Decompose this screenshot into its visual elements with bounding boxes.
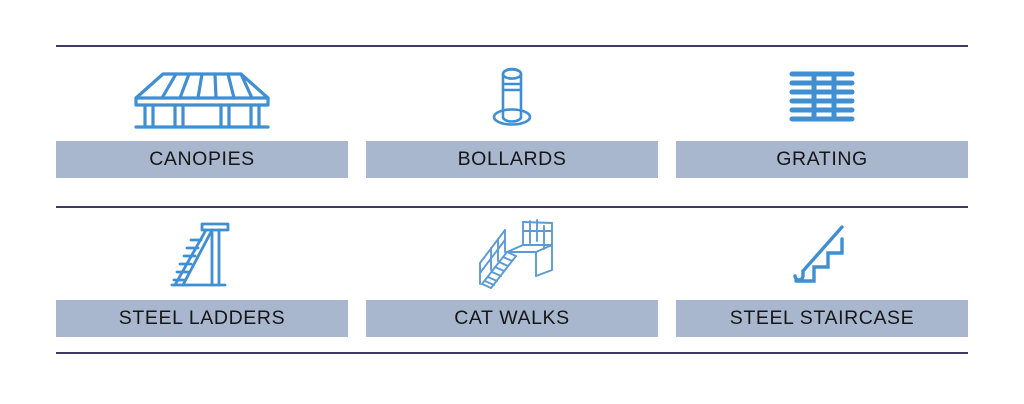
category-row-1: CANOPIES BOLLARDS xyxy=(56,56,968,178)
canopy-icon xyxy=(131,56,273,138)
category-label-bar: STEEL STAIRCASE xyxy=(676,300,968,337)
cat-walk-icon xyxy=(464,215,560,295)
category-label-bar: STEEL LADDERS xyxy=(56,300,348,337)
category-label: CAT WALKS xyxy=(454,306,570,329)
category-card-bollards[interactable]: BOLLARDS xyxy=(366,56,658,178)
category-row-2: STEEL LADDERS xyxy=(56,215,968,337)
top-divider xyxy=(56,45,968,47)
category-label: STEEL LADDERS xyxy=(118,306,286,329)
category-card-grating: GRATING xyxy=(676,56,968,178)
category-card-steel-ladders[interactable]: STEEL LADDERS xyxy=(56,215,348,337)
middle-divider xyxy=(56,206,968,208)
category-card-canopies[interactable]: CANOPIES xyxy=(56,56,348,178)
grating-icon xyxy=(789,56,855,138)
category-label-bar: GRATING xyxy=(676,141,968,178)
steel-ladder-icon xyxy=(167,215,237,295)
category-label-bar: CAT WALKS xyxy=(366,300,658,337)
category-label: CANOPIES xyxy=(149,147,255,170)
category-card-steel-staircase[interactable]: STEEL STAIRCASE xyxy=(676,215,968,337)
category-label: GRATING xyxy=(776,147,868,170)
category-label-bar: CANOPIES xyxy=(56,141,348,178)
category-label: STEEL STAIRCASE xyxy=(729,306,915,329)
bottom-divider xyxy=(56,352,968,354)
category-label-bar: BOLLARDS xyxy=(366,141,658,178)
steel-staircase-icon xyxy=(790,215,854,295)
category-card-cat-walks[interactable]: CAT WALKS xyxy=(366,215,658,337)
category-label: BOLLARDS xyxy=(457,147,567,170)
bollard-icon xyxy=(484,56,540,138)
